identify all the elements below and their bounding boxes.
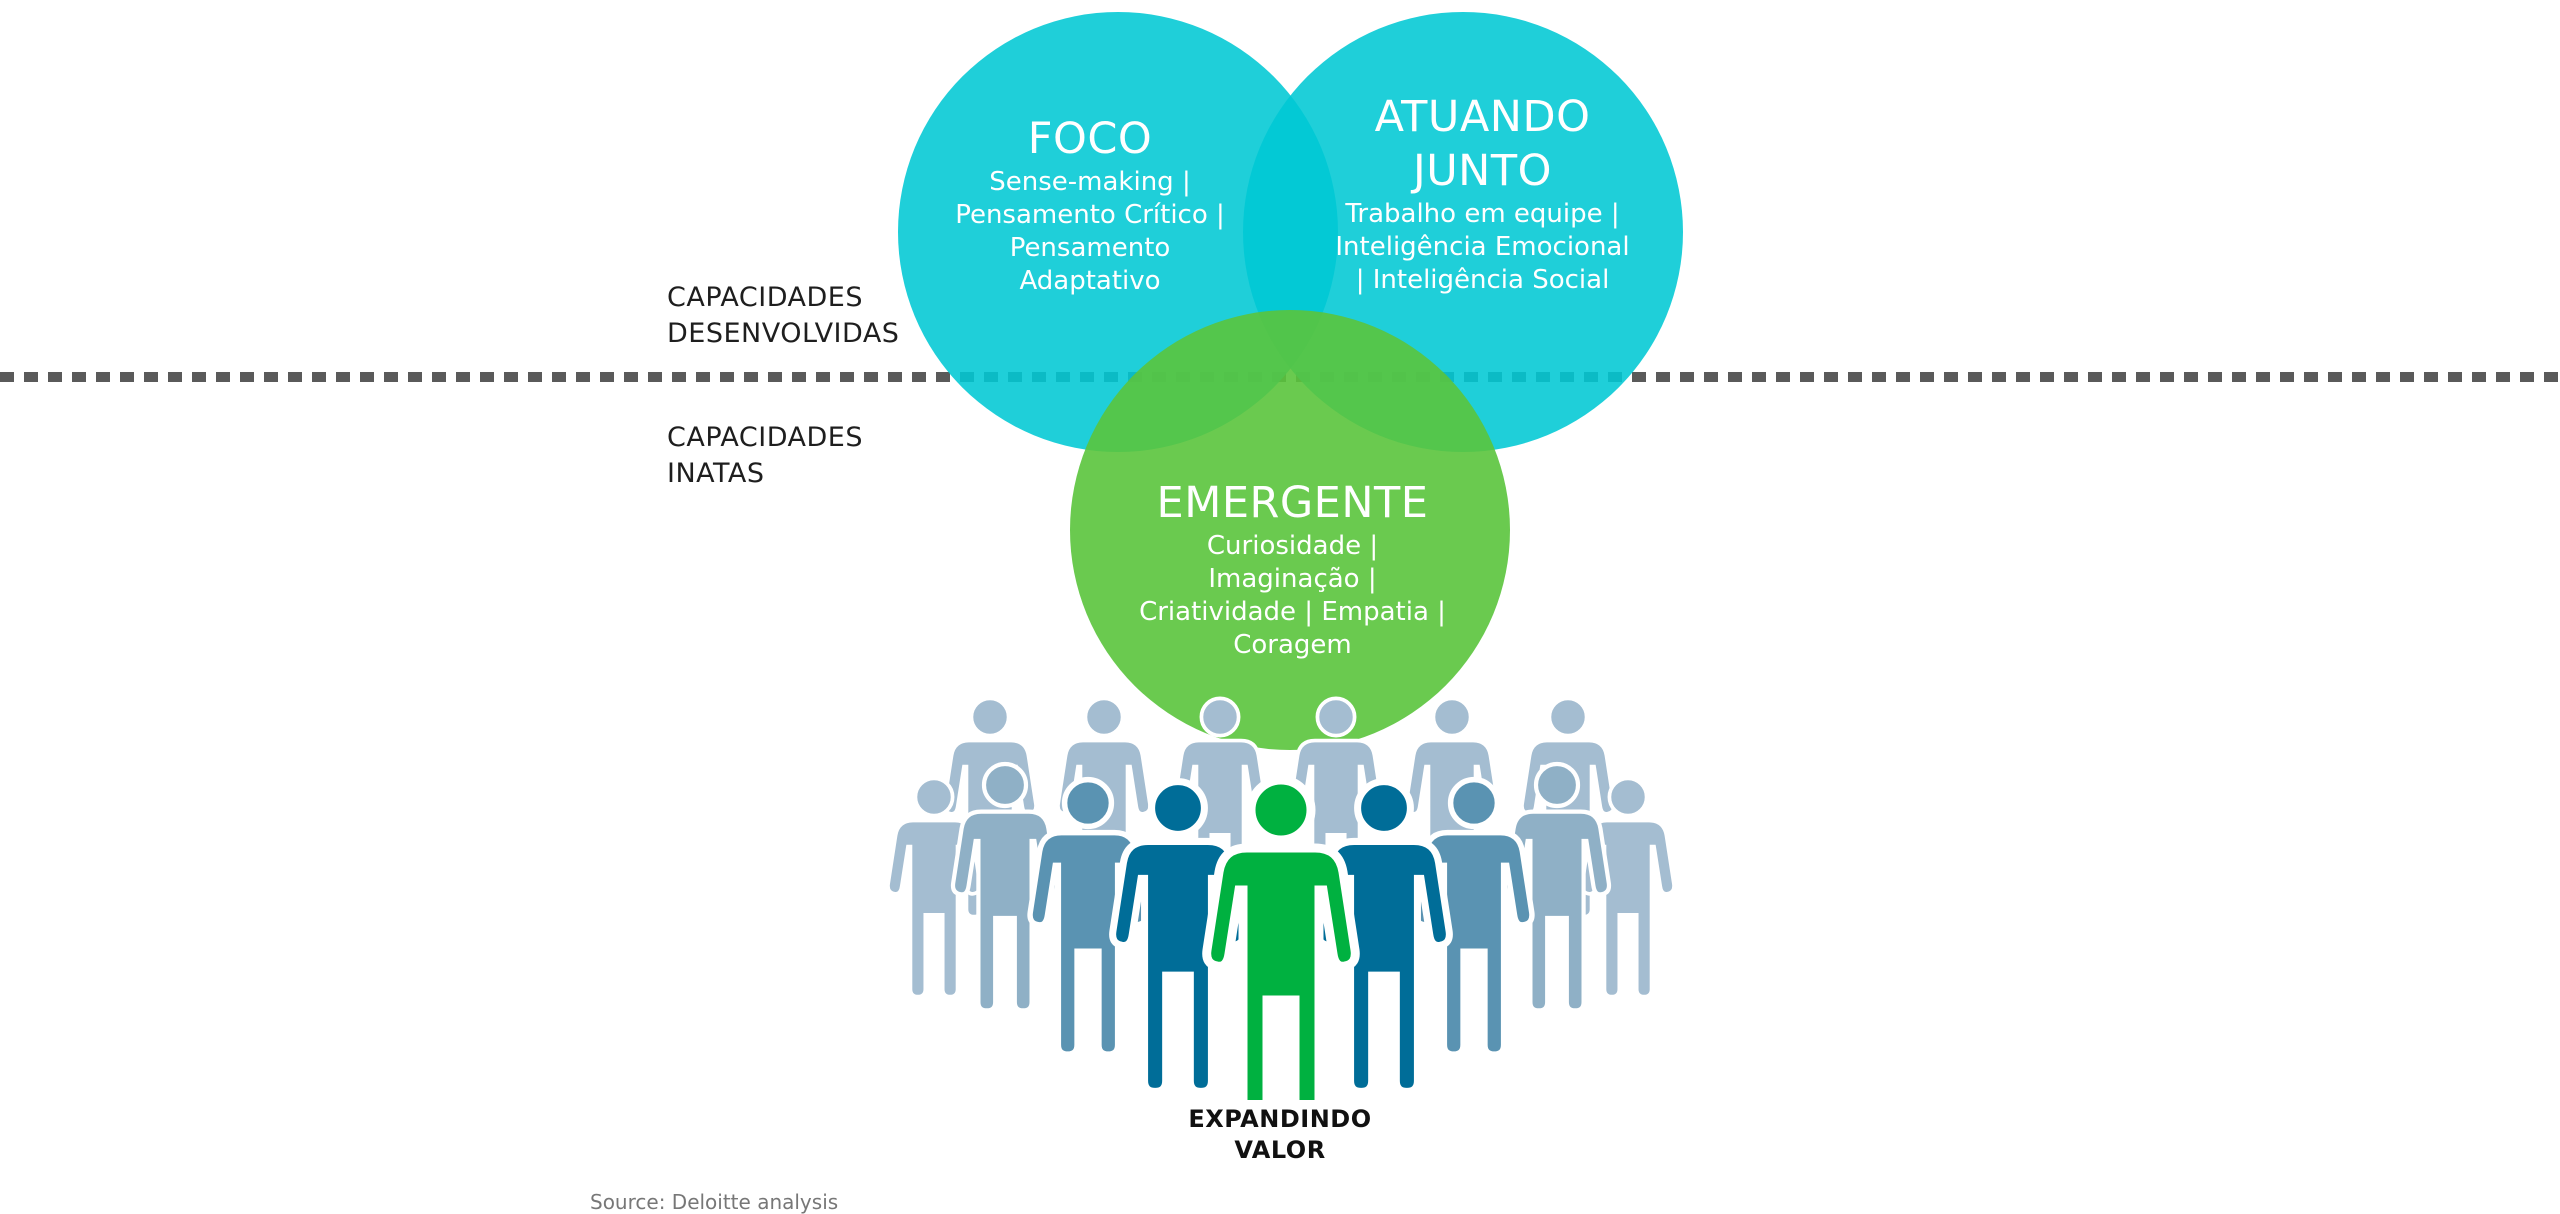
foco-text: FOCO Sense-making | Pensamento Crítico |…: [945, 112, 1235, 298]
atuando-junto-text: ATUANDO JUNTO Trabalho em equipe | Intel…: [1335, 90, 1630, 297]
source-note: Source: Deloitte analysis: [590, 1190, 839, 1214]
innate-capacities-label: CAPACIDADES INATAS: [667, 422, 863, 489]
crowd-illustration: [886, 696, 1676, 1100]
emergente-circle: [1070, 310, 1510, 750]
foco-title: FOCO: [1027, 114, 1153, 164]
emergente-title: EMERGENTE: [1156, 478, 1429, 528]
foco-subtitle: Sense-making | Pensamento Crítico | Pens…: [955, 167, 1225, 296]
atuando-junto-title: ATUANDO JUNTO: [1374, 92, 1591, 196]
emergente-text: EMERGENTE Curiosidade | Imaginação | Cri…: [1130, 476, 1455, 662]
expanding-value-caption: EXPANDINDO VALOR: [1188, 1105, 1372, 1164]
emergente-subtitle: Curiosidade | Imaginação | Criatividade …: [1139, 531, 1446, 660]
developed-capacities-label: CAPACIDADES DESENVOLVIDAS: [667, 282, 900, 349]
atuando-junto-subtitle: Trabalho em equipe | Inteligência Emocio…: [1335, 199, 1630, 295]
